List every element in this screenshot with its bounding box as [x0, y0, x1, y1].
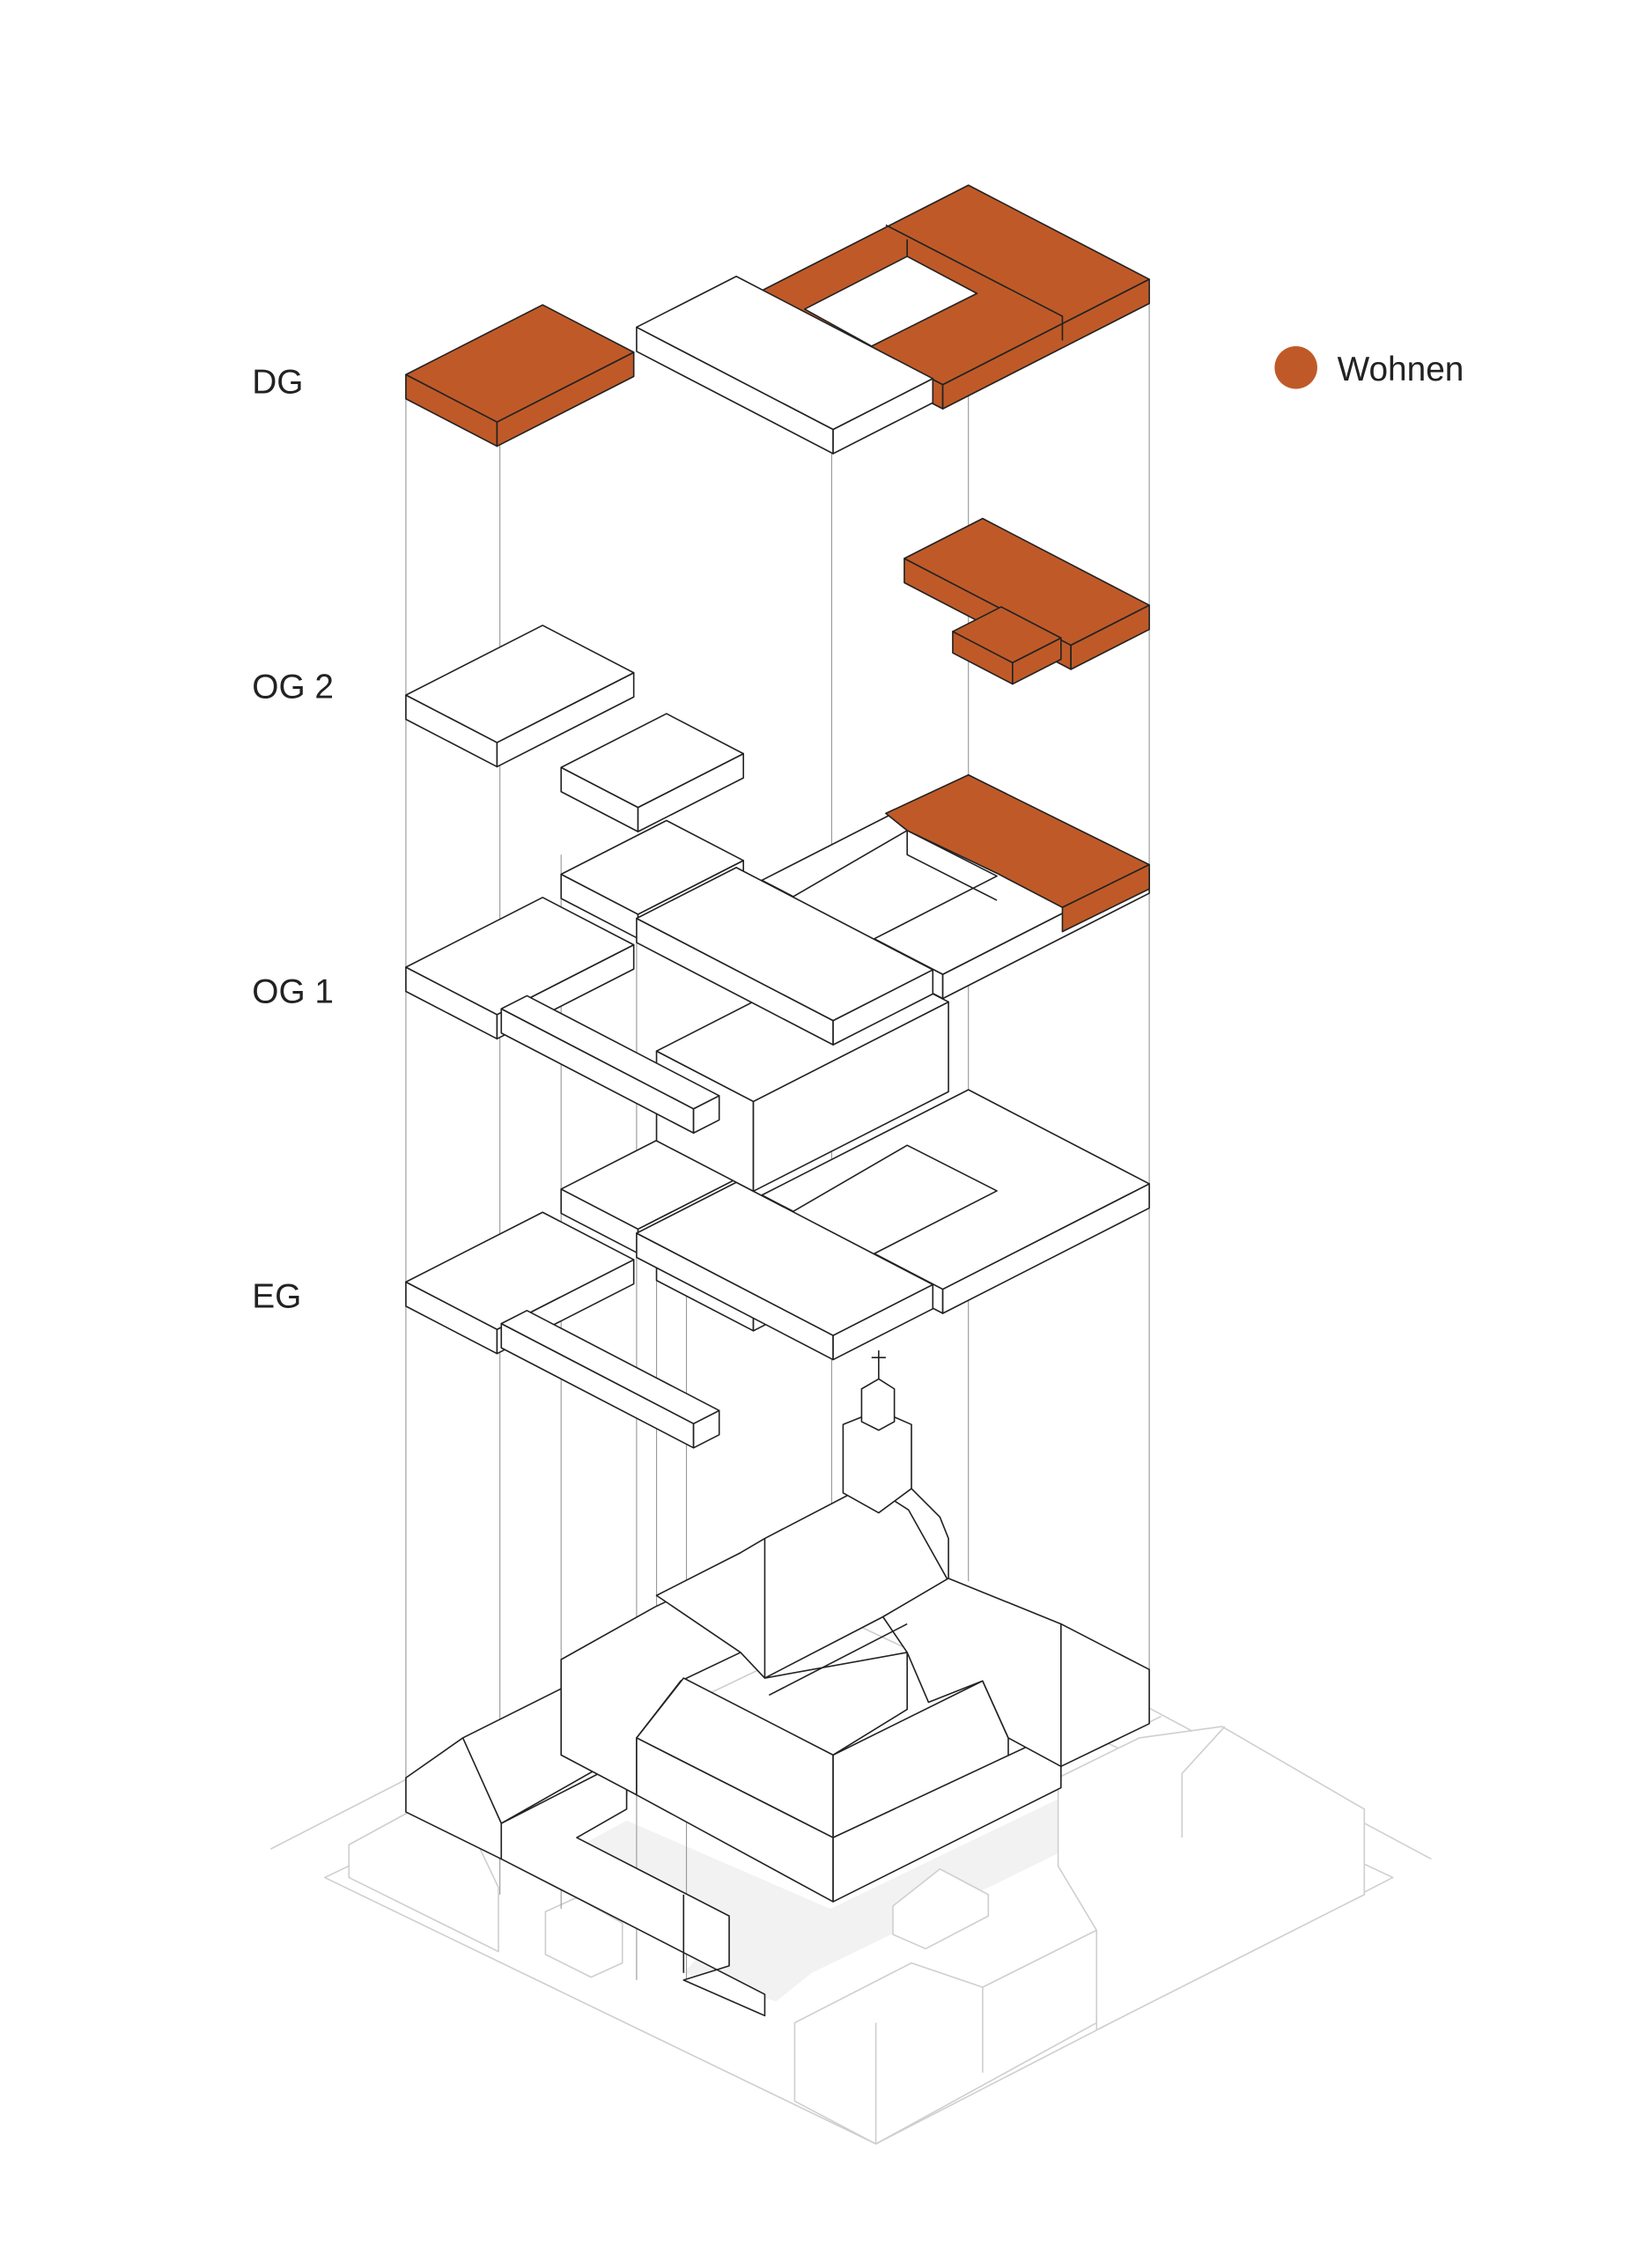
- slab-top-face: [952, 606, 1062, 664]
- level-label-dg: DG: [252, 363, 303, 401]
- church-main-wall-east: [832, 1730, 1062, 1903]
- legend-label: Wohnen: [1338, 351, 1464, 388]
- church-roof-east: [832, 1680, 1009, 1838]
- og1-slab-bar: [500, 994, 720, 1135]
- slab-top-face: [560, 713, 745, 809]
- roof-edge: [764, 1652, 908, 1679]
- slab-top-face: [405, 897, 635, 1016]
- slab-top-face: [903, 517, 1150, 647]
- legend-swatch-icon: [1274, 345, 1317, 389]
- slab-top-face: [405, 625, 635, 743]
- context-buildings: [269, 1623, 1432, 2145]
- level-label-og2: OG 2: [252, 668, 334, 706]
- church-complex: [405, 1350, 1150, 2017]
- courtyard: [576, 1797, 1061, 2002]
- level-label-og1: OG 1: [252, 972, 334, 1010]
- context-building: [1057, 1726, 1366, 2031]
- floor-slabs: [405, 184, 1150, 1449]
- church-nave: [655, 1483, 949, 1679]
- legend: Wohnen: [1274, 345, 1464, 389]
- context-edge: [1181, 1726, 1226, 1838]
- context-building: [793, 1929, 1098, 2145]
- og1-slab-main: [636, 867, 934, 1046]
- slab-top-face: [500, 994, 720, 1110]
- og2-slab-small: [560, 713, 745, 832]
- slab-top-face: [636, 1181, 934, 1336]
- level-label-eg: EG: [252, 1278, 301, 1316]
- slab-top-face: [405, 304, 635, 423]
- slab-top-face: [560, 819, 745, 915]
- eg-slab-bar: [500, 1309, 720, 1449]
- slab-top-face: [500, 1309, 720, 1424]
- dg-residential-west: [405, 304, 635, 447]
- eg-slab-main: [636, 1181, 934, 1361]
- og2-slab-west: [405, 625, 635, 768]
- slab-top-face: [405, 1211, 635, 1331]
- tower-gable: [911, 1488, 949, 1582]
- slab-top-face: [636, 867, 934, 1022]
- context-building: [892, 1867, 990, 1950]
- og1-residential-side: [1061, 863, 1150, 933]
- roof-edge: [768, 1623, 908, 1697]
- og2-residential-step: [952, 606, 1062, 685]
- dg-slab-white: [636, 275, 934, 455]
- slab-top-face: [636, 275, 934, 431]
- dg-ring-edge: [885, 224, 1064, 341]
- roof-edge: [832, 1652, 908, 1756]
- church-courtyard-wall: [500, 1758, 766, 2017]
- church-spire: [860, 1378, 896, 1431]
- og1-residential-edge: [906, 830, 998, 901]
